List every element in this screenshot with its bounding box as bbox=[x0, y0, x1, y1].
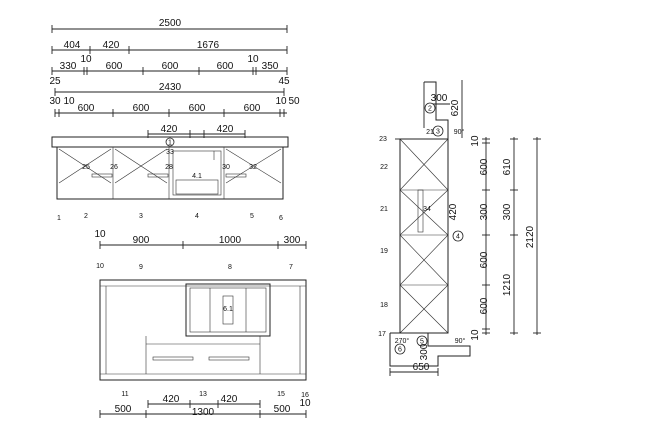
side-circle-4: 4 bbox=[456, 234, 460, 241]
lower-num-8: 8 bbox=[228, 264, 232, 271]
side-dim-650: 650 bbox=[413, 362, 430, 373]
dim-bottom-500-a: 500 bbox=[115, 404, 132, 415]
side-left-23: 23 bbox=[379, 136, 387, 143]
dim-small-10-right: 10 bbox=[247, 54, 259, 65]
front-num-6: 6 bbox=[279, 215, 283, 222]
side-left-19: 19 bbox=[380, 248, 388, 255]
dim-25: 25 bbox=[49, 76, 61, 87]
front-label-33: 33 bbox=[166, 149, 174, 156]
top-dimension-chains: 2500 404 420 1676 10 10 330 600 600 600 … bbox=[49, 18, 300, 138]
front-num-2: 2 bbox=[84, 213, 88, 220]
side-circle-5: 5 bbox=[420, 339, 424, 346]
front-label-28: 28 bbox=[165, 164, 173, 171]
dim-bottom-1300: 1300 bbox=[192, 407, 215, 418]
lower-num-13: 13 bbox=[199, 391, 207, 398]
dim-600-b: 600 bbox=[162, 61, 179, 72]
dim-404: 404 bbox=[64, 40, 81, 51]
dim-1676: 1676 bbox=[197, 40, 220, 51]
front-label-26: 26 bbox=[110, 164, 118, 171]
front-label-32: 32 bbox=[249, 164, 257, 171]
dim-total-width: 2500 bbox=[159, 18, 182, 29]
side-left-18: 18 bbox=[380, 302, 388, 309]
dim-bottom-10: 10 bbox=[299, 398, 311, 409]
lower-small-10: 10 bbox=[94, 229, 106, 240]
dim-600-a: 600 bbox=[106, 61, 123, 72]
side-left-22: 22 bbox=[380, 164, 388, 171]
dim-330: 330 bbox=[60, 61, 77, 72]
dim-2430: 2430 bbox=[159, 82, 182, 93]
dim-600-d: 600 bbox=[78, 103, 95, 114]
side-r2-1210: 1210 bbox=[502, 273, 513, 296]
side-r1-600-b: 600 bbox=[479, 251, 490, 268]
side-dim-420: 420 bbox=[448, 203, 459, 220]
side-total-2120: 2120 bbox=[525, 225, 536, 248]
dim-10-r: 10 bbox=[275, 96, 287, 107]
lower-num-9: 9 bbox=[139, 264, 143, 271]
side-r2-300: 300 bbox=[502, 203, 513, 220]
circle-label-1: 1 bbox=[168, 140, 172, 147]
side-dim-620: 620 bbox=[450, 99, 461, 116]
side-angle-270: 270° bbox=[395, 337, 410, 345]
dim-600-g: 600 bbox=[244, 103, 261, 114]
side-r2-610: 610 bbox=[502, 158, 513, 175]
side-left-17: 17 bbox=[378, 331, 386, 338]
front-num-3: 3 bbox=[139, 213, 143, 220]
side-angle-90-bottom: 90° bbox=[455, 337, 466, 345]
dim-420: 420 bbox=[103, 40, 120, 51]
dim-300: 300 bbox=[284, 235, 301, 246]
dim-bottom-500-b: 500 bbox=[274, 404, 291, 415]
side-r1-600-c: 600 bbox=[479, 297, 490, 314]
lower-num-10: 10 bbox=[96, 263, 104, 270]
side-circle-3: 3 bbox=[436, 129, 440, 136]
dim-600-c: 600 bbox=[217, 61, 234, 72]
side-circle-6: 6 bbox=[398, 347, 402, 354]
dim-900: 900 bbox=[133, 235, 150, 246]
dim-45: 45 bbox=[278, 76, 290, 87]
front-num-1: 1 bbox=[57, 215, 61, 222]
side-r1-10-bottom: 10 bbox=[470, 329, 481, 341]
dim-bottom-420-a: 420 bbox=[163, 394, 180, 405]
lower-num-7: 7 bbox=[289, 264, 293, 271]
front-elevation: 25 26 33 28 30 32 4.1 1 1 2 3 4 5 6 bbox=[51, 136, 289, 222]
dim-600-e: 600 bbox=[133, 103, 150, 114]
lower-num-16: 16 bbox=[301, 392, 309, 399]
lower-num-15: 15 bbox=[277, 391, 285, 398]
dim-small-10-left: 10 bbox=[80, 54, 92, 65]
dim-350: 350 bbox=[262, 61, 279, 72]
dim-hood-420-b: 420 bbox=[217, 124, 234, 135]
side-r1-600-a: 600 bbox=[479, 158, 490, 175]
front-num-4: 4 bbox=[195, 213, 199, 220]
lower-plan: 10 900 1000 300 10 9 8 7 6.1 11 13 15 1 bbox=[94, 229, 311, 418]
side-r1-300: 300 bbox=[479, 203, 490, 220]
side-tall-unit: 300 620 2 3 21 90° 34 420 4 23 22 21 19 bbox=[378, 80, 541, 376]
side-top-label-21: 21 bbox=[426, 129, 434, 136]
dim-bottom-420-b: 420 bbox=[221, 394, 238, 405]
front-label-25: 25 bbox=[82, 164, 90, 171]
side-center-label-34: 34 bbox=[423, 206, 431, 213]
front-label-30: 30 bbox=[222, 164, 230, 171]
side-dim-300-bottom: 300 bbox=[419, 343, 430, 360]
side-circle-2: 2 bbox=[428, 106, 432, 113]
dim-50: 50 bbox=[288, 96, 300, 107]
side-angle-90-top: 90° bbox=[454, 128, 465, 136]
front-num-5: 5 bbox=[250, 213, 254, 220]
lower-num-11: 11 bbox=[121, 391, 128, 398]
side-r1-10-top: 10 bbox=[470, 135, 481, 147]
dim-hood-420-a: 420 bbox=[161, 124, 178, 135]
front-label-4-1: 4.1 bbox=[192, 173, 202, 180]
side-dim-300: 300 bbox=[431, 93, 448, 104]
dim-10-l: 10 bbox=[63, 96, 75, 107]
side-left-21: 21 bbox=[380, 206, 388, 213]
dim-30: 30 bbox=[49, 96, 61, 107]
cooktop-label-6-1: 6.1 bbox=[223, 306, 233, 313]
dim-600-f: 600 bbox=[189, 103, 206, 114]
dim-1000: 1000 bbox=[219, 235, 242, 246]
